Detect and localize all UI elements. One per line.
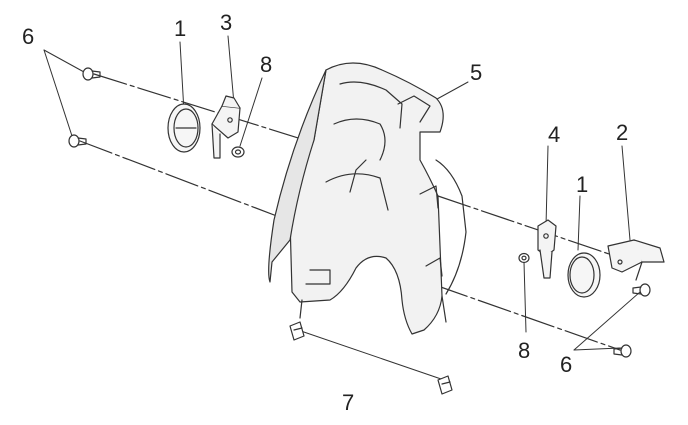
nut-right (518, 252, 530, 264)
screw-lower-right (613, 344, 632, 358)
assembly-center-lines (79, 73, 621, 351)
front-fender (268, 62, 467, 335)
callout-1-right: 1 (576, 172, 589, 197)
callout-leader-lines (43, 35, 641, 381)
callout-7: 7 (342, 390, 355, 415)
screw-upper-left (82, 67, 101, 81)
callout-8-upper: 8 (260, 52, 273, 77)
callout-5: 5 (470, 60, 483, 85)
bracket-left (211, 95, 241, 159)
reflector-right (567, 252, 601, 298)
clip-left (289, 321, 305, 341)
screw-lower-left (68, 134, 87, 148)
reflector-bracket (607, 239, 665, 281)
nut-left (231, 146, 245, 158)
callout-8-lower: 8 (518, 338, 531, 363)
clip-right (437, 375, 453, 395)
callout-6-lower: 6 (560, 352, 573, 377)
callout-3: 3 (220, 10, 233, 35)
bracket-right (537, 219, 557, 279)
callout-2: 2 (616, 120, 629, 145)
screw-upper-right (632, 283, 651, 297)
callout-6-upper: 6 (22, 24, 35, 49)
callout-1-left: 1 (174, 16, 187, 41)
callout-4: 4 (548, 122, 561, 147)
reflector-left (167, 103, 201, 153)
